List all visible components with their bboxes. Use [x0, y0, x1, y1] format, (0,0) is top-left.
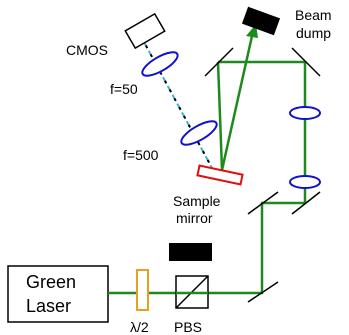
- beam-dump-label-line2: dump: [296, 25, 331, 41]
- lens-f50: [141, 51, 179, 77]
- beam-dump: [241, 6, 281, 36]
- green-laser-box: [7, 265, 109, 323]
- lens-f500: [180, 120, 218, 146]
- mirror-bottom-right: [247, 281, 279, 303]
- mirror-mid-right: [291, 191, 321, 215]
- cmos-label: CMOS: [66, 42, 108, 58]
- half-wave-plate: [136, 269, 149, 311]
- lens-right-upper: [289, 106, 321, 120]
- laser-label-line2: Laser: [26, 296, 71, 316]
- lens-f500-label: f=500: [123, 147, 159, 163]
- beam-to-sample: [216, 61, 224, 171]
- sample-mirror: [196, 164, 244, 186]
- mirror-mid-left: [247, 191, 279, 215]
- sample-mirror-label-line1: Sample: [173, 193, 221, 209]
- pbs-label: PBS: [174, 319, 202, 335]
- sample-mirror-label-line2: mirror: [176, 210, 213, 226]
- reflected-beam: [220, 35, 254, 171]
- beam-dump-label-line1: Beam: [295, 7, 332, 23]
- mirror-top-right: [291, 47, 321, 77]
- lens-f50-label: f=50: [110, 81, 138, 97]
- half-wave-plate-label: λ/2: [130, 319, 149, 335]
- lens-right-lower: [289, 175, 321, 189]
- cmos-camera: [124, 12, 166, 50]
- mirror-top-left: [204, 47, 234, 77]
- laser-beam-path: [108, 60, 307, 295]
- pbs-beam-dump: [169, 243, 212, 261]
- laser-label-line1: Green: [26, 272, 76, 292]
